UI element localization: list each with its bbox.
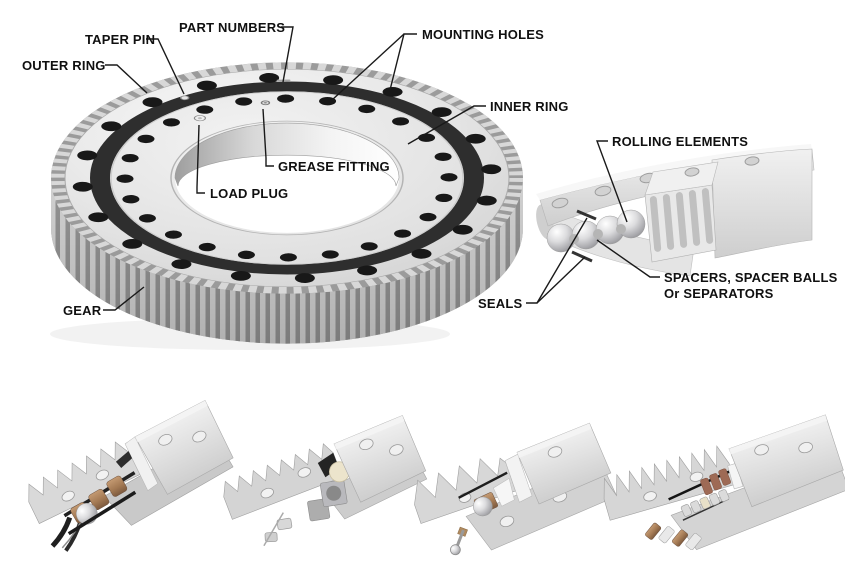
leader-part-numbers [281,26,294,83]
cutaway-ball-bearing [28,399,234,552]
label-mounting-holes: MOUNTING HOLES [422,27,544,42]
label-rolling-elements: ROLLING ELEMENTS [612,134,749,149]
roller [645,522,662,540]
gear-teeth-band [603,445,736,521]
label-outer-ring: OUTER RING [22,58,106,73]
cutaway-cross-roller-bearing [223,415,428,547]
seal-gap [668,470,730,501]
section-mounting-hole [551,197,569,209]
section-mounting-hole [744,156,760,166]
gear-side-shading [51,178,523,344]
grease-fitting-stem [455,529,465,547]
roller [106,475,128,497]
leader-seals-2 [536,256,586,304]
seal-gap [458,471,508,499]
roller [718,468,731,486]
leader-mounting-holes-2 [331,33,405,101]
leader-lines [103,26,660,311]
roller [685,533,702,551]
roller [718,489,730,502]
roller [672,529,689,547]
label-inner-ring: INNER RING [490,99,569,114]
slewing-bearing-illustration [50,62,523,350]
spacer-ball [593,229,603,239]
leader-spacers [596,239,660,278]
label-part-numbers: PART NUMBERS [179,20,286,35]
section-top-ring-bevel [536,144,812,200]
cutaway-single-row-ball-bearing [414,422,618,556]
leader-outer-ring [105,64,148,94]
bearing-top-plate [51,62,523,294]
seal-top [576,209,597,221]
seal-ring [90,81,484,275]
leader-grease-fitting [262,108,274,167]
section-mounting-hole [594,185,612,197]
spacer-ball [616,224,626,234]
label-seals: SEALS [478,296,523,311]
leader-load-plug [196,124,205,194]
roller [88,489,110,511]
seal-gap [115,451,133,469]
roller [700,477,713,495]
cross-section-illustration [536,144,815,277]
section-right-band [711,148,813,259]
gear-teeth-band [223,443,343,520]
seal-tail [50,516,73,548]
inner-ring-groove [110,91,464,265]
load-plug-detail [193,115,206,122]
ball [473,496,493,517]
grease-fitting-ball [449,544,461,556]
section-mounting-hole [684,167,700,177]
label-spacers-line2: Or SEPARATORS [664,286,774,301]
roller [680,504,692,517]
label-load-plug: LOAD PLUG [210,186,289,201]
cutaway-triple-row-roller-bearing [603,414,845,551]
roller [699,496,711,510]
seal-bottom [571,250,593,263]
grease-fitting-detail [260,100,271,106]
label-taper-pin: TAPER PIN [85,32,156,47]
rolling-elements-balls [546,209,646,253]
roller [708,492,720,506]
bore-inner-wall [174,122,400,187]
roller [709,473,722,491]
section-gear-teeth [649,188,714,252]
leader-taper-pin [146,38,185,95]
label-gear: GEAR [63,303,102,318]
taper-pin-detail [179,95,190,101]
roller [658,526,675,544]
section-gear-block-top [644,161,719,196]
leader-inner-ring [407,105,486,145]
bore-edge-groove [170,120,404,236]
label-spacers-line1: SPACERS, SPACER BALLS [664,270,838,285]
retainer [493,477,515,507]
leader-gear [103,286,145,311]
leader-rolling-elements [595,140,628,223]
gear-teeth-ring [51,62,523,294]
seal-strip [67,490,137,536]
label-grease-fitting: GREASE FITTING [278,159,390,174]
roller [690,500,702,513]
